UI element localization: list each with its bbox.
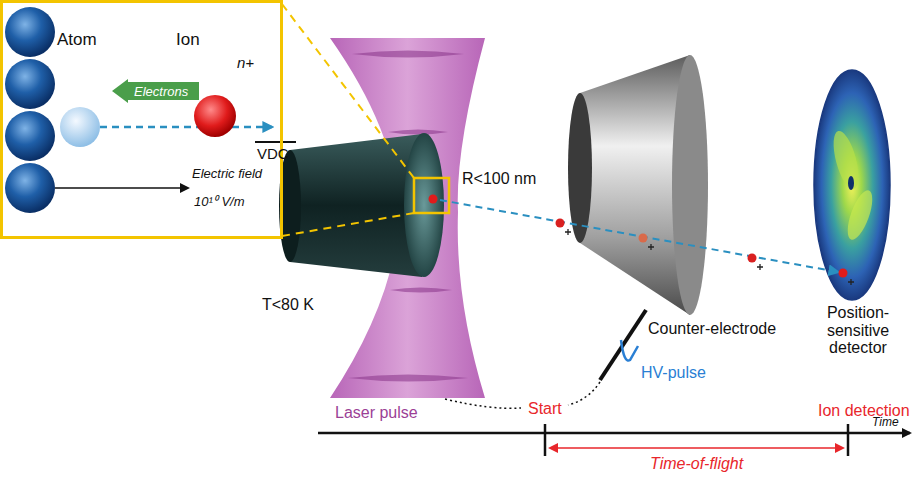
detector-label: Position-sensitive detector — [800, 304, 916, 357]
voltage-label: VDC — [257, 146, 289, 163]
time-axis — [318, 432, 910, 435]
electrode-lead — [600, 310, 646, 380]
charge-sign — [648, 244, 654, 250]
lattice-atom — [5, 7, 55, 57]
pulse-symbol — [621, 340, 638, 361]
charge-sign — [757, 264, 763, 270]
detector — [814, 70, 890, 300]
field-arrow — [55, 187, 188, 189]
wavefront — [348, 375, 468, 382]
zoom-frame — [414, 178, 449, 213]
inset-ground — [2, 2, 281, 237]
timing — [318, 382, 910, 456]
lattice-atom — [5, 59, 55, 109]
wavefront — [390, 288, 452, 293]
flight-span — [550, 447, 843, 449]
time-tick — [544, 424, 547, 456]
cone-aperture — [568, 93, 592, 243]
trigger-line — [568, 382, 600, 405]
specimen-tip — [255, 4, 449, 277]
ion-label: Ion — [176, 30, 200, 50]
wavefront — [352, 51, 464, 58]
pulse-label: HV-pulse — [641, 364, 706, 382]
zoom-inset: Atom Ion n+ Electric field 10¹⁰ V/m Electrons — [0, 0, 283, 239]
charge-sign — [848, 279, 854, 285]
ion-symbol — [194, 95, 236, 137]
ion-dot — [556, 219, 565, 228]
arrow-fill — [112, 79, 199, 103]
electrode-label: Counter-electrode — [648, 320, 776, 338]
zoom-line — [282, 213, 414, 236]
charge-label: n+ — [237, 54, 254, 71]
ion-trajectory — [429, 195, 855, 286]
electrons-label: Electrons — [134, 80, 188, 104]
radius-label: R<100 nm — [462, 170, 536, 188]
zoom-line — [282, 4, 414, 178]
ion-dot — [839, 269, 848, 278]
ion-dot — [429, 195, 438, 204]
electron-arrow: Electrons — [112, 79, 199, 103]
trajectory-line — [440, 200, 838, 272]
hit-cloud — [829, 128, 864, 191]
surface-atom — [60, 107, 100, 147]
axis-label: Time — [872, 416, 899, 429]
inset-drawing — [2, 2, 281, 237]
voltage-wire — [255, 141, 296, 143]
atom-label: Atom — [57, 30, 97, 50]
wavefront — [388, 130, 448, 135]
flight-label: Time-of-flight — [650, 455, 743, 473]
field-value: 10¹⁰ V/m — [194, 195, 245, 210]
lattice-atom — [5, 163, 55, 213]
ion-dot — [748, 254, 757, 263]
cone-base — [672, 55, 708, 315]
start-label: Start — [528, 400, 562, 418]
laser-label: Laser pulse — [335, 404, 418, 422]
field-label: Electric field — [192, 167, 262, 182]
tip-apex — [404, 133, 444, 277]
ion-path — [100, 126, 272, 129]
detector-center — [848, 176, 854, 190]
hit-cloud — [843, 187, 878, 242]
trigger-line — [445, 399, 521, 408]
lattice-atom — [5, 111, 55, 161]
ion-dot — [639, 234, 648, 243]
tip-body — [290, 134, 422, 277]
detector-disc — [814, 70, 890, 300]
temperature-label: T<80 K — [262, 296, 314, 314]
time-tick — [847, 424, 850, 456]
charge-sign — [565, 229, 571, 235]
